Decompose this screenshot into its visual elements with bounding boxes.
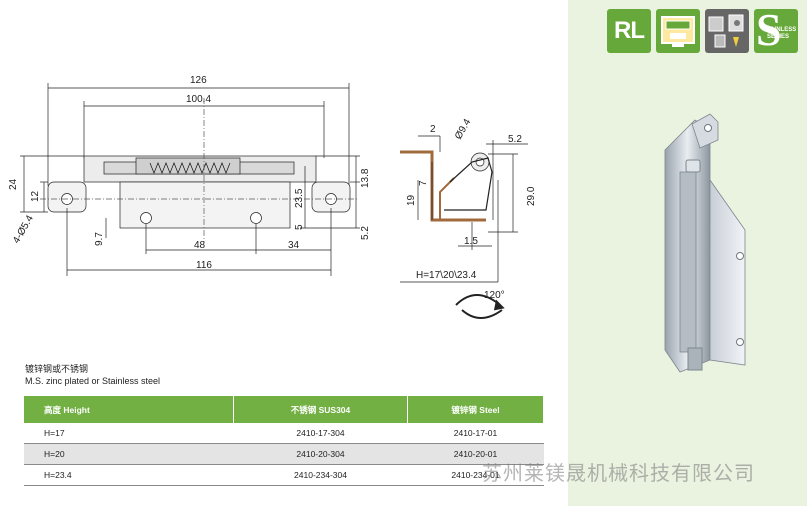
cell-height: H=17 [24, 423, 234, 444]
dim-1-5: 1.5 [464, 236, 478, 247]
header-height: 高度 Height [24, 396, 234, 423]
material-en: M.S. zinc plated or Stainless steel [25, 376, 161, 386]
cell-steel: 2410-17-01 [407, 423, 544, 444]
dim-7: 7 [418, 180, 429, 186]
stainless-letter: S [756, 9, 782, 53]
table-row: H=17 2410-17-304 2410-17-01 [24, 423, 544, 444]
hinge-product-image [664, 113, 746, 373]
header-sus304: 不锈钢 SUS304 [233, 396, 408, 423]
dim-2: 2 [430, 124, 436, 135]
table-header-row: 高度 Height 不锈钢 SUS304 镀锌钢 Steel [24, 396, 544, 423]
dim-12: 12 [30, 190, 41, 202]
latch-icon [656, 9, 700, 53]
dim-5-2-side: 5.2 [508, 134, 522, 145]
cell-sus304: 2410-17-304 [233, 423, 408, 444]
cell-height: H=20 [24, 443, 234, 465]
dim-5-2: 5.2 [360, 226, 371, 240]
dim-13-8: 13.8 [360, 168, 371, 188]
tools-icon-graphic [708, 14, 744, 48]
table-row: H=23.4 2410-234-304 2410-234-01 [24, 464, 544, 486]
table-row: H=20 2410-20-304 2410-20-01 [24, 443, 544, 465]
cell-sus304: 2410-20-304 [233, 443, 408, 465]
stainless-text-1: TAINLESS [767, 27, 797, 33]
dim-48: 48 [194, 240, 206, 251]
side-view-drawing: 2 Ø9.4 5.2 7 19 29.0 1.5 H=17\20\23.4 12… [400, 117, 537, 319]
rl-logo-text: RL [614, 17, 645, 44]
height-label: H=17\20\23.4 [416, 270, 477, 281]
dim-24: 24 [8, 178, 19, 190]
dim-hole-diameter: 4-Ø5.4 [11, 213, 36, 245]
dim-100-4: 100.4 [186, 94, 211, 105]
company-watermark: 苏州莱镁晟机械科技有限公司 [482, 461, 755, 485]
dim-9-4: Ø9.4 [453, 117, 474, 142]
cell-steel: 2410-20-01 [407, 443, 544, 465]
stainless-text-2: SERIES [767, 34, 790, 40]
rl-logo: RL [607, 9, 651, 53]
dim-5: 5 [294, 224, 305, 230]
header-steel: 镀锌钢 Steel [407, 396, 544, 423]
dim-23-5: 23.5 [294, 188, 305, 208]
cell-sus304: 2410-234-304 [233, 464, 408, 486]
tools-icon [705, 9, 749, 53]
dim-19: 19 [406, 194, 417, 206]
material-cn: 镀锌钢或不锈钢 [25, 364, 89, 374]
dim-34: 34 [288, 240, 300, 251]
dim-126: 126 [190, 75, 207, 86]
dim-29-0: 29.0 [526, 186, 537, 206]
latch-icon-graphic [661, 16, 695, 47]
spec-table: 高度 Height 不锈钢 SUS304 镀锌钢 Steel H=17 2410… [24, 396, 544, 486]
dim-116: 116 [196, 260, 212, 271]
dim-9-7: 9.7 [94, 232, 105, 246]
rotation-angle: 120° [484, 290, 505, 301]
front-view-drawing: 126 100.4 24 12 4-Ø5.4 9.7 48 34 116 23.… [8, 75, 371, 276]
cell-steel: 2410-234-01 [407, 464, 544, 486]
cell-height: H=23.4 [24, 464, 234, 486]
